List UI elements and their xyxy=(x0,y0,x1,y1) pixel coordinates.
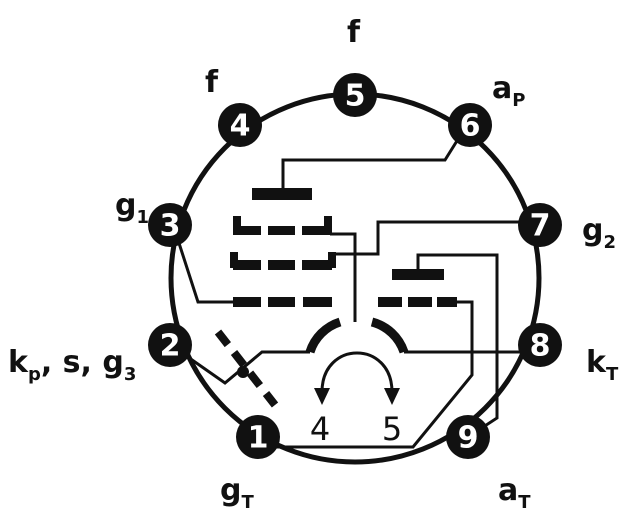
label-pin4: f xyxy=(205,65,219,100)
pentode-cathode xyxy=(305,317,342,354)
svg-text:1: 1 xyxy=(248,421,269,456)
pentode-anode xyxy=(252,188,312,200)
beam-plates xyxy=(214,329,279,408)
label-pin5: f xyxy=(347,15,361,50)
svg-text:5: 5 xyxy=(345,79,366,114)
label-pin1: gT xyxy=(220,473,254,513)
label-pin7: g2 xyxy=(582,213,616,253)
svg-text:2: 2 xyxy=(160,329,181,364)
pin-9: 9 xyxy=(446,415,490,459)
wire-g1-pin3 xyxy=(176,239,233,304)
label-pin9: aT xyxy=(498,473,531,513)
suppressor-grid xyxy=(233,216,332,235)
heater xyxy=(320,351,394,393)
svg-text:7: 7 xyxy=(530,209,551,244)
triode-grid xyxy=(378,297,457,307)
control-grid xyxy=(233,297,332,307)
wire-anode-pin6 xyxy=(281,127,467,188)
pin-2: 2 xyxy=(148,323,192,367)
pin-6: 6 xyxy=(448,103,492,147)
pin-3: 3 xyxy=(148,203,192,247)
pin-4: 4 xyxy=(218,103,262,147)
label-pin8: kT xyxy=(586,345,619,385)
svg-text:4: 4 xyxy=(230,109,251,144)
pin-1: 1 xyxy=(236,415,280,459)
junction-dot xyxy=(237,366,249,378)
svg-text:9: 9 xyxy=(458,421,479,456)
label-pin3: g1 xyxy=(115,188,149,228)
wire-triode-grid-pin1 xyxy=(258,300,474,449)
triode-anode xyxy=(392,269,444,280)
triode-cathode xyxy=(370,317,409,354)
wire-g2-pin7 xyxy=(335,220,520,256)
svg-text:8: 8 xyxy=(530,329,551,364)
screen-grid xyxy=(230,252,336,270)
pin-8: 8 xyxy=(518,323,562,367)
svg-text:3: 3 xyxy=(160,209,181,244)
wire-g3 xyxy=(330,232,357,322)
heater-label-5: 5 xyxy=(382,410,402,448)
arrow-icon xyxy=(314,388,330,405)
svg-text:6: 6 xyxy=(460,109,481,144)
pin-5: 5 xyxy=(333,73,377,117)
pin-7: 7 xyxy=(518,203,562,247)
heater-label-4: 4 xyxy=(310,410,330,448)
label-pin6: aP xyxy=(492,71,525,111)
arrow-icon xyxy=(384,388,400,405)
wire-triode-anode-pin9 xyxy=(416,253,499,439)
label-pin2: kp, s, g3 xyxy=(8,345,136,385)
